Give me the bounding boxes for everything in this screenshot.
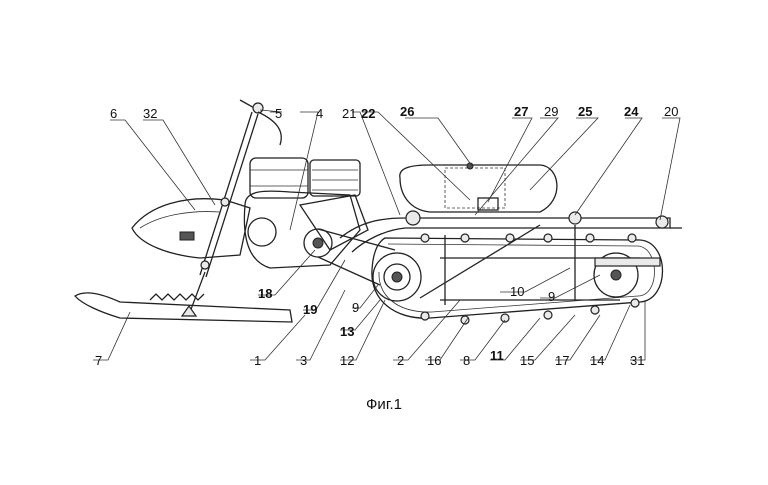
label-6: 6 (110, 106, 117, 121)
label-25: 25 (578, 104, 592, 119)
label-20: 20 (664, 104, 678, 119)
label-13: 13 (340, 324, 354, 339)
label-12: 12 (340, 353, 354, 368)
track-stud-bottom (543, 310, 553, 320)
label-7: 7 (95, 353, 102, 368)
rear-frame (339, 210, 682, 305)
label-10: 10 (510, 284, 524, 299)
track-stud-bottom (500, 313, 510, 323)
label-21: 21 (342, 106, 356, 121)
label-16: 16 (427, 353, 441, 368)
label-8: 8 (463, 353, 470, 368)
track (371, 237, 663, 319)
label-17: 17 (555, 353, 569, 368)
front-ski (73, 271, 293, 323)
track-roller-top (627, 233, 637, 243)
fuel-tank (399, 162, 558, 213)
track-roller-top (543, 233, 553, 243)
label-2: 2 (397, 353, 404, 368)
reference-labels: 6 32 5 4 21 22 26 27 29 25 24 20 18 19 9… (95, 104, 678, 368)
track-stud-bottom (460, 315, 470, 325)
label-11: 11 (490, 348, 504, 363)
track-roller-top (505, 233, 515, 243)
label-22: 22 (361, 106, 375, 121)
label-27: 27 (514, 104, 528, 119)
label-1: 1 (254, 353, 261, 368)
leader-lines (93, 109, 681, 361)
track-stud-bottom (420, 311, 430, 321)
track-rollers (420, 233, 640, 325)
label-3: 3 (300, 353, 307, 368)
figure-caption: Фиг.1 (366, 396, 402, 413)
engine (243, 157, 369, 269)
track-stud-bottom (630, 298, 640, 308)
label-14: 14 (590, 353, 604, 368)
label-24: 24 (624, 104, 639, 119)
label-32: 32 (143, 106, 157, 121)
label-4: 4 (316, 106, 323, 121)
label-5: 5 (275, 106, 282, 121)
label-18: 18 (258, 286, 272, 301)
drive-pulley (303, 228, 396, 286)
track-roller-top (420, 233, 430, 243)
label-15: 15 (520, 353, 534, 368)
label-31: 31 (630, 353, 644, 368)
track-stud-bottom (590, 305, 600, 315)
track-roller-top (460, 233, 470, 243)
track-roller-top (585, 233, 595, 243)
label-26: 26 (400, 104, 414, 119)
drive-sprocket (372, 252, 422, 302)
label-9-front: 9 (352, 300, 359, 315)
steering-column (199, 99, 282, 278)
label-9-rear: 9 (548, 289, 555, 304)
rear-wheel (593, 252, 661, 298)
label-29: 29 (544, 104, 558, 119)
front-fairing (131, 198, 251, 259)
label-19: 19 (303, 302, 317, 317)
